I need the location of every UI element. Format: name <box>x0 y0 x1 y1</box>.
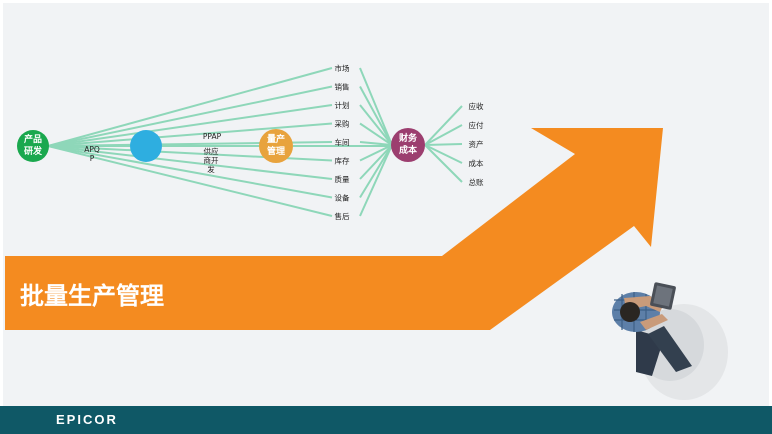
label-apqp-line2: P <box>90 154 95 163</box>
finance-item-label-1: 应收 <box>469 101 484 111</box>
node-product-dev: 产品 研发 <box>17 130 49 162</box>
connector-line <box>359 144 393 199</box>
function-label-7: 质量 <box>335 174 350 184</box>
finance-item-label-5: 总账 <box>469 177 484 187</box>
node-production: 量产 管理 <box>259 129 293 163</box>
connector-line <box>359 86 393 146</box>
node-product-dev-line1: 产品 <box>24 133 42 145</box>
connector-line <box>359 144 393 162</box>
connector-line <box>359 104 393 146</box>
function-label-6: 库存 <box>335 156 350 166</box>
connector-line <box>359 144 393 180</box>
connector-line <box>424 144 463 183</box>
brand-logo: EPICOR <box>56 412 118 427</box>
function-label-9: 售后 <box>335 211 350 221</box>
finance-item-label-2: 应付 <box>469 120 484 130</box>
label-ppap: PPAP <box>203 132 222 141</box>
node-production-line1: 量产 <box>267 133 285 145</box>
node-production-line2: 管理 <box>267 145 285 157</box>
finance-item-label-3: 资产 <box>469 139 484 149</box>
orange-arrow <box>5 128 663 330</box>
finance-item-label-4: 成本 <box>469 158 484 168</box>
label-apqp-line1: APQ <box>84 145 100 154</box>
node-apqp-hub <box>130 130 162 162</box>
connector-line <box>359 141 393 146</box>
connector-line <box>359 122 393 146</box>
connector-line <box>47 145 333 217</box>
function-label-8: 设备 <box>335 193 350 203</box>
connector-line <box>47 85 333 147</box>
node-finance-line1: 财务 <box>398 132 418 144</box>
connector-line <box>424 143 463 146</box>
function-label-4: 采购 <box>335 119 350 129</box>
connector-line <box>424 105 463 146</box>
node-product-dev-line2: 研发 <box>24 145 43 157</box>
connector-line <box>47 145 333 180</box>
function-label-5: 车间 <box>335 137 350 147</box>
label-supplier-line1: 供应 <box>204 146 219 156</box>
connector-line <box>47 122 333 147</box>
function-label-3: 计划 <box>335 100 350 110</box>
connector-line <box>359 144 393 217</box>
connector-line <box>424 144 463 164</box>
footer-bar: EPICOR <box>0 406 772 434</box>
node-finance: 财务 成本 <box>391 128 425 162</box>
connector-line <box>47 145 333 199</box>
connector-line <box>47 104 333 147</box>
connector-line <box>424 124 463 146</box>
connector-line <box>47 67 333 147</box>
person-with-tablet-icon <box>612 282 728 400</box>
label-supplier-line2: 商开 <box>204 155 219 165</box>
connector-line <box>359 67 393 146</box>
label-supplier-line3: 发 <box>207 164 215 174</box>
node-finance-line2: 成本 <box>399 144 418 156</box>
function-label-2: 销售 <box>335 82 350 92</box>
slide-title: 批量生产管理 <box>20 282 164 310</box>
function-label-1: 市场 <box>335 63 350 73</box>
